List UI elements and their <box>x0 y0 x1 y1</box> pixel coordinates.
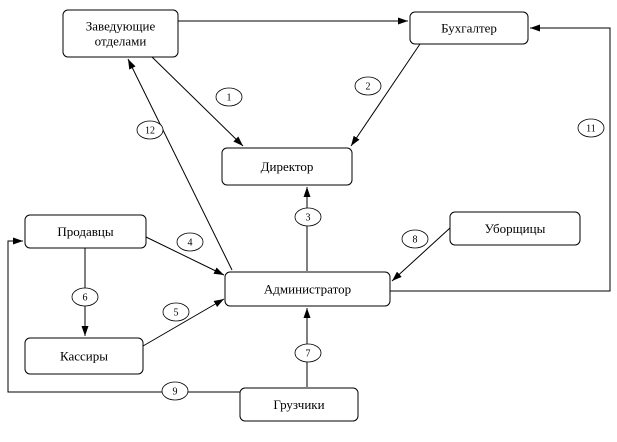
edge-label-8: 8 <box>401 229 429 249</box>
node-box <box>239 387 359 422</box>
edge-label-text: 8 <box>413 235 418 246</box>
edge-label-9: 9 <box>161 381 189 401</box>
edge-2-arrow <box>350 43 421 147</box>
edge-label-text: 3 <box>306 213 311 224</box>
edge-label-ellipse <box>294 343 322 363</box>
node-label: Кассиры <box>60 349 108 364</box>
edge-9-arrow <box>7 237 240 393</box>
node-box <box>24 214 147 249</box>
edge-label-ellipse <box>161 381 189 401</box>
edge-label-text: 4 <box>188 238 193 249</box>
node-label: Директор <box>261 159 314 174</box>
edge-label-ellipse <box>162 302 190 322</box>
edge-label-text: 5 <box>174 308 179 319</box>
edge-11-arrow <box>390 24 611 292</box>
edge-label-ellipse <box>401 229 429 249</box>
edge-label-ellipse <box>176 232 204 252</box>
edge-5-arrow <box>142 298 225 347</box>
edge-12-arrow <box>127 58 233 271</box>
edge-label-ellipse <box>136 120 164 140</box>
node-loaders: Грузчики <box>239 387 359 422</box>
node-cleaners: Уборщицы <box>449 211 581 246</box>
node-cashiers: Кассиры <box>24 337 144 375</box>
edge-1-arrow <box>151 56 244 147</box>
node-box <box>221 147 353 186</box>
edge-label-ellipse <box>294 207 322 227</box>
node-box <box>224 271 391 307</box>
edge-layer <box>7 17 611 393</box>
edge-label-text: 2 <box>366 82 371 93</box>
edge-label-text: 9 <box>173 387 178 398</box>
edge-label-5: 5 <box>162 302 190 322</box>
node-label: Администратор <box>264 282 351 297</box>
edge-label-12: 12 <box>136 120 164 140</box>
edge-label-ellipse <box>71 287 99 307</box>
node-label: Бухгалтер <box>441 21 497 36</box>
edge-label-text: 12 <box>145 126 155 137</box>
edge-label-6: 6 <box>71 287 99 307</box>
node-label: Уборщицы <box>485 221 546 236</box>
edge-label-text: 1 <box>227 93 232 104</box>
node-box <box>449 211 581 246</box>
node-label: Продавцы <box>57 224 113 239</box>
edge-label-1: 1 <box>215 87 243 107</box>
node-box <box>62 9 179 58</box>
edge-label-7: 7 <box>294 343 322 363</box>
edge-label-ellipse <box>354 76 382 96</box>
edge-label-4: 4 <box>176 232 204 252</box>
node-accountant: Бухгалтер <box>409 11 529 45</box>
edge-label-11: 11 <box>577 118 605 138</box>
node-administrator: Администратор <box>224 271 391 307</box>
edge-4-arrow <box>145 236 225 276</box>
edge-label-ellipse <box>577 118 605 138</box>
edge-label-2: 2 <box>354 76 382 96</box>
node-box <box>24 337 144 375</box>
node-label: Грузчики <box>273 397 324 412</box>
edge-label-ellipse <box>215 87 243 107</box>
edge-label-text: 7 <box>306 349 311 360</box>
node-director: Директор <box>221 147 353 186</box>
edge-8-arrow <box>391 227 451 282</box>
node-box <box>409 11 529 45</box>
edge-label-text: 6 <box>83 293 88 304</box>
edge-label-3: 3 <box>294 207 322 227</box>
edge-label-text: 11 <box>586 124 596 135</box>
node-sellers: Продавцы <box>24 214 147 249</box>
